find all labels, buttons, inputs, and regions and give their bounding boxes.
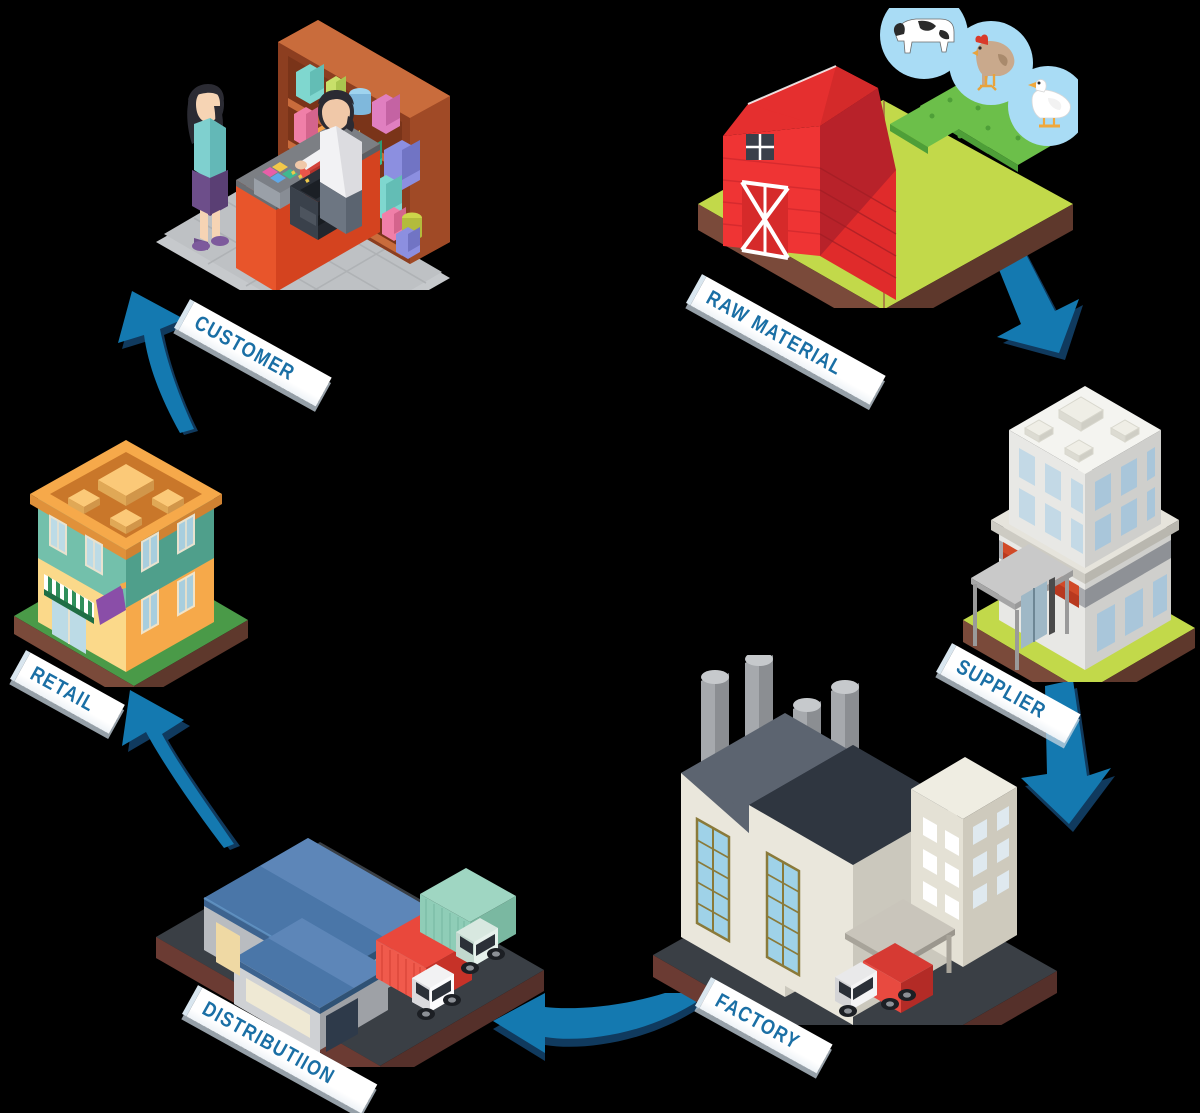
delivery-truck (835, 943, 933, 1017)
duck-bubble (1008, 66, 1078, 146)
stage-scene-supplier (963, 386, 1195, 682)
cow-bubble (880, 8, 968, 79)
label-customer-text: CUSTOMER (190, 311, 299, 386)
stage-scene-retail (14, 440, 248, 687)
stage-scene-factory (653, 655, 1057, 1025)
office-block (911, 757, 1017, 967)
chicken-bubble (949, 21, 1033, 105)
red-barn (722, 65, 897, 300)
cow-icon (893, 18, 955, 54)
arrow-distribution-to-retail (122, 690, 240, 850)
striped-awning (44, 574, 94, 624)
customer-person (187, 84, 229, 251)
supply-chain-diagram: RAW MATERIAL SUPPLIER FACTORY DISTRIBUTI… (10, 8, 1195, 1113)
stage-scene-customer (156, 20, 450, 290)
cashier-person (295, 90, 362, 234)
chicken-icon (972, 34, 1015, 91)
stage-scene-raw-material (698, 8, 1078, 308)
stage-scene-distribution (156, 838, 544, 1067)
arrow-retail-to-customer (118, 291, 198, 435)
duck-icon (1028, 79, 1071, 128)
red-container-truck (376, 914, 472, 1020)
arrow-factory-to-distribution (493, 993, 701, 1061)
green-container-truck (420, 868, 516, 974)
arrow-supplier-to-factory (1021, 680, 1115, 832)
